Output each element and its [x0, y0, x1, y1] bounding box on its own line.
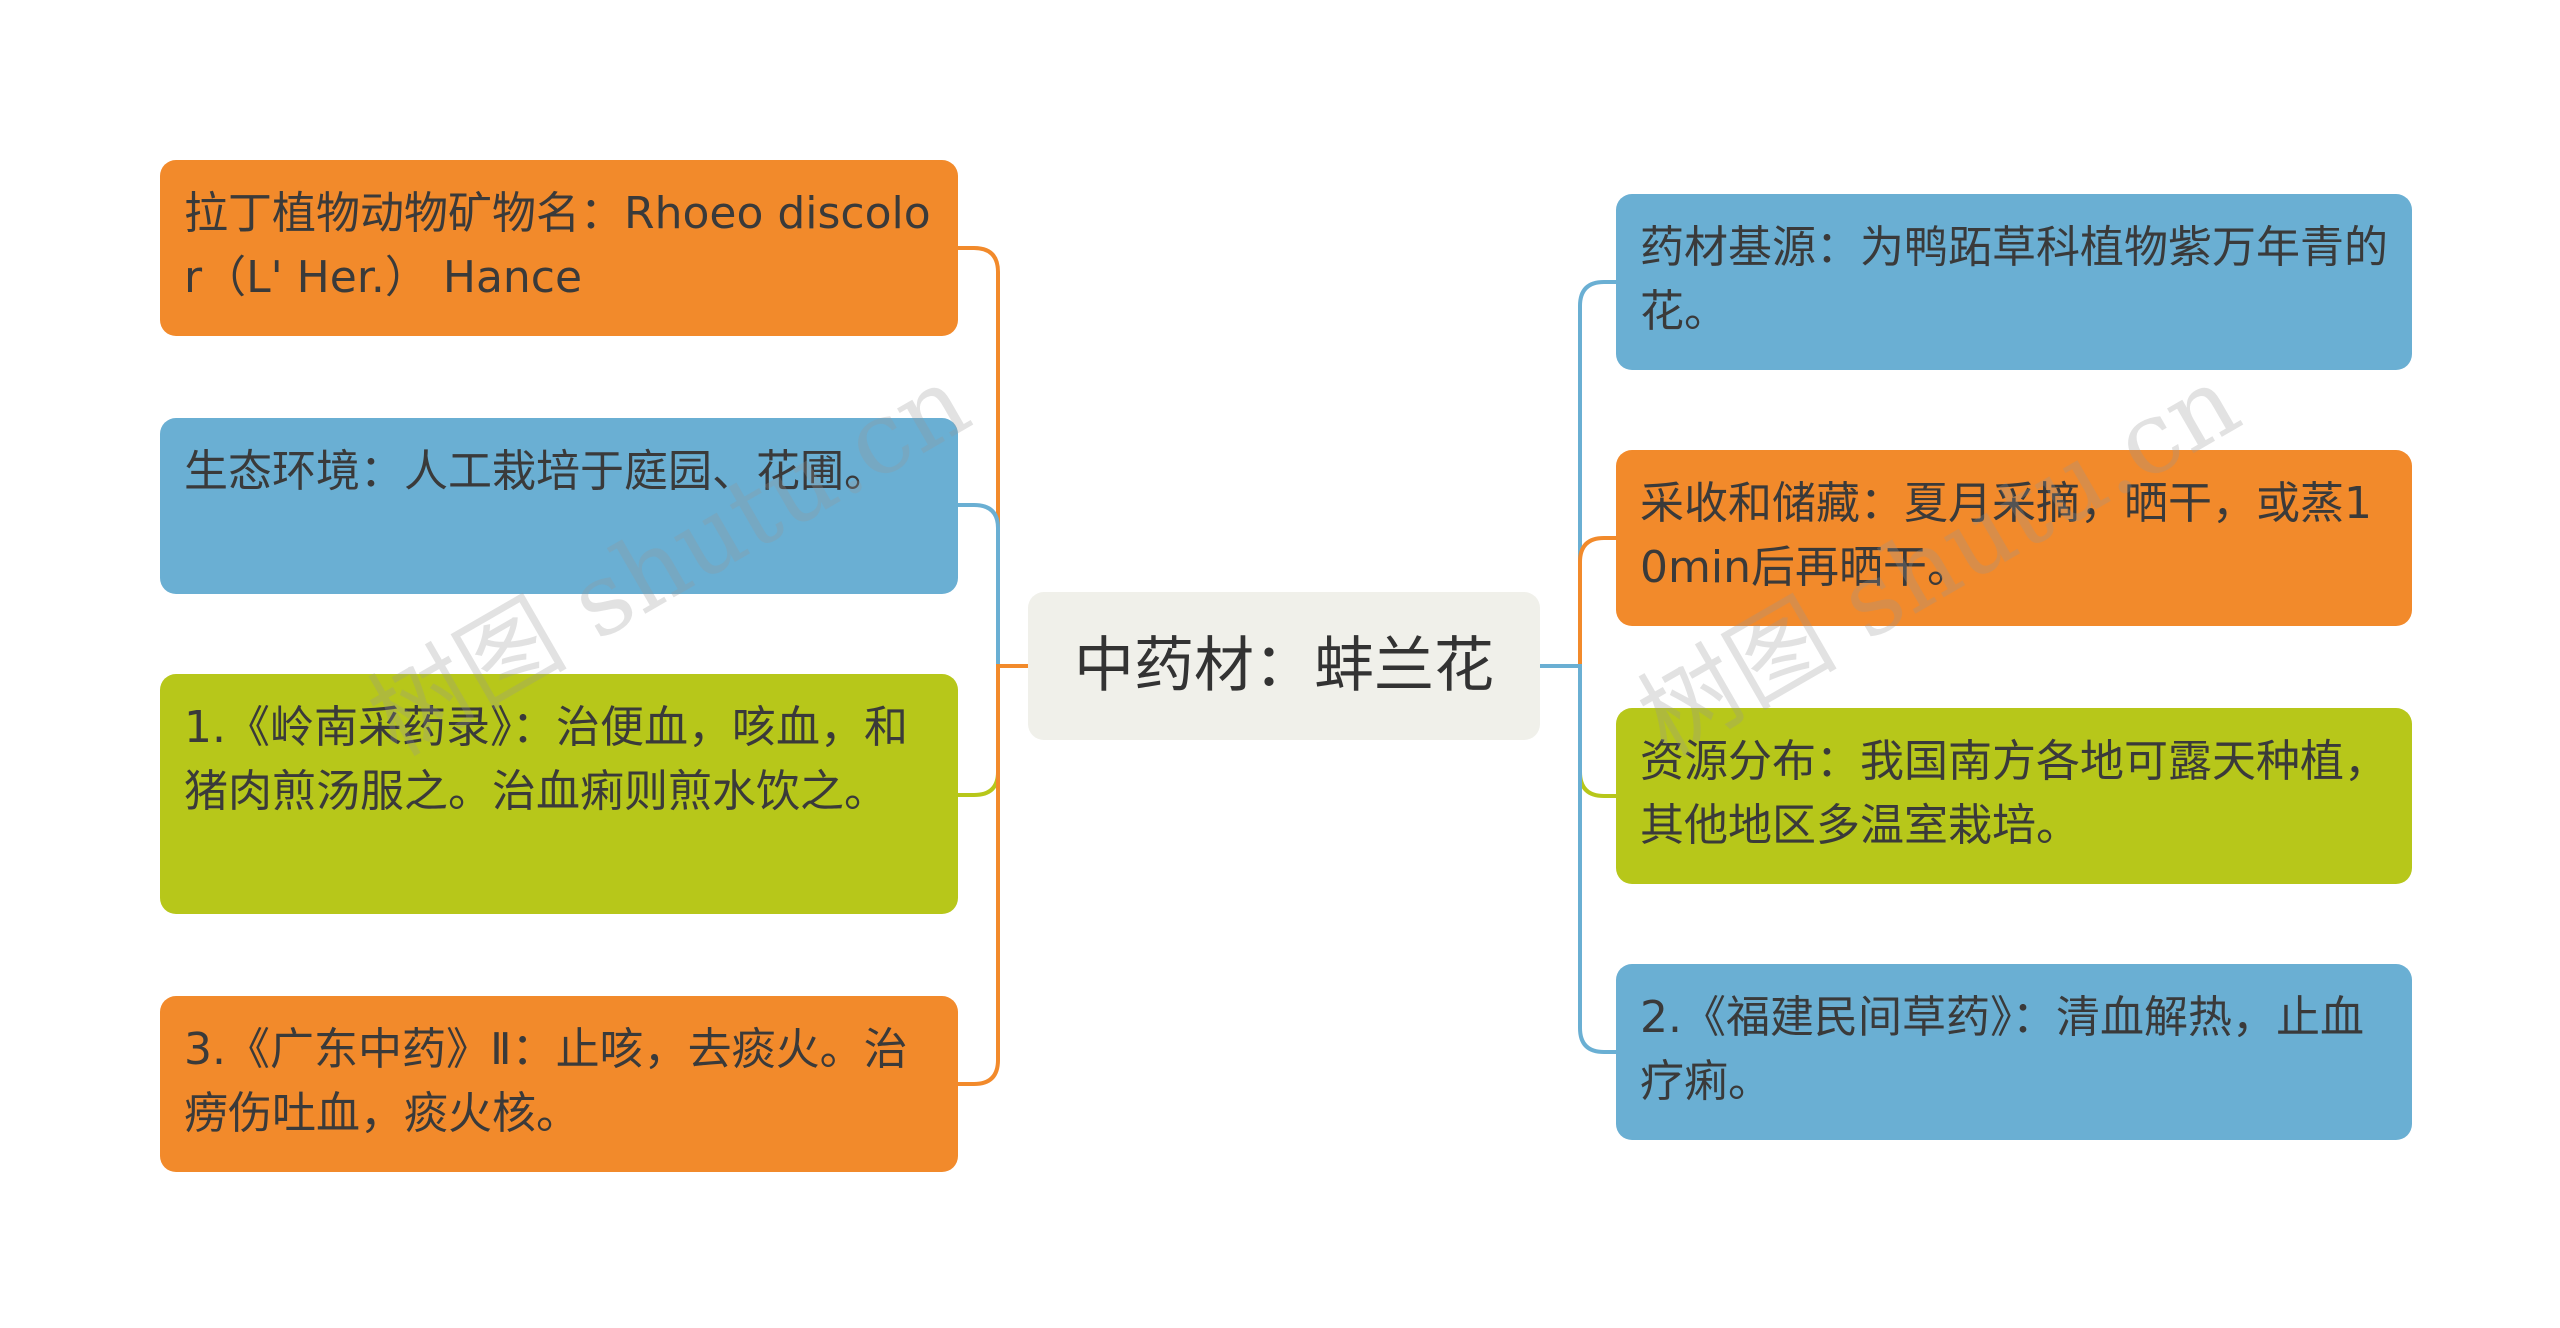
right-node-source[interactable]: 药材基源：为鸭跖草科植物紫万年青的花。: [1616, 194, 2412, 370]
left-node-latin-name[interactable]: 拉丁植物动物矿物名：Rhoeo discolor（L' Her.） Hance: [160, 160, 958, 336]
link-left-4: [956, 664, 1028, 1086]
left-node-lingnan-record[interactable]: 1.《岭南采药录》：治便血，咳血，和猪肉煎汤服之。治血痢则煎水饮之。: [160, 674, 958, 914]
link-right-2: [1540, 536, 1616, 668]
left-node-guangdong-medicine[interactable]: 3.《广东中药》Ⅱ：止咳，去痰火。治痨伤吐血，痰火核。: [160, 996, 958, 1172]
left-node-habitat[interactable]: 生态环境：人工栽培于庭园、花圃。: [160, 418, 958, 594]
right-node-distribution-text: 资源分布：我国南方各地可露天种植，其他地区多温室栽培。: [1640, 736, 2388, 851]
link-left-2: [956, 503, 1028, 668]
left-node-lingnan-record-text: 1.《岭南采药录》：治便血，咳血，和猪肉煎汤服之。治血痢则煎水饮之。: [184, 702, 908, 817]
right-node-distribution[interactable]: 资源分布：我国南方各地可露天种植，其他地区多温室栽培。: [1616, 708, 2412, 884]
left-node-latin-name-text: 拉丁植物动物矿物名：Rhoeo discolor（L' Her.） Hance: [184, 188, 931, 303]
link-left-3: [956, 664, 1028, 797]
right-node-harvest-storage-text: 采收和储藏：夏月采摘，晒干，或蒸10min后再晒干。: [1640, 478, 2372, 593]
link-left-1: [956, 246, 1028, 668]
right-node-harvest-storage[interactable]: 采收和储藏：夏月采摘，晒干，或蒸10min后再晒干。: [1616, 450, 2412, 626]
link-right-1: [1540, 280, 1616, 668]
center-topic-text: 中药材：蚌兰花: [1074, 631, 1494, 701]
center-topic[interactable]: 中药材：蚌兰花: [1028, 592, 1540, 740]
right-node-fujian-herbs-text: 2.《福建民间草药》：清血解热，止血疗痢。: [1640, 992, 2364, 1107]
left-node-habitat-text: 生态环境：人工栽培于庭园、花圃。: [184, 446, 888, 497]
right-node-source-text: 药材基源：为鸭跖草科植物紫万年青的花。: [1640, 222, 2388, 337]
link-right-4: [1540, 664, 1616, 1054]
left-node-guangdong-medicine-text: 3.《广东中药》Ⅱ：止咳，去痰火。治痨伤吐血，痰火核。: [184, 1024, 908, 1139]
right-node-fujian-herbs[interactable]: 2.《福建民间草药》：清血解热，止血疗痢。: [1616, 964, 2412, 1140]
